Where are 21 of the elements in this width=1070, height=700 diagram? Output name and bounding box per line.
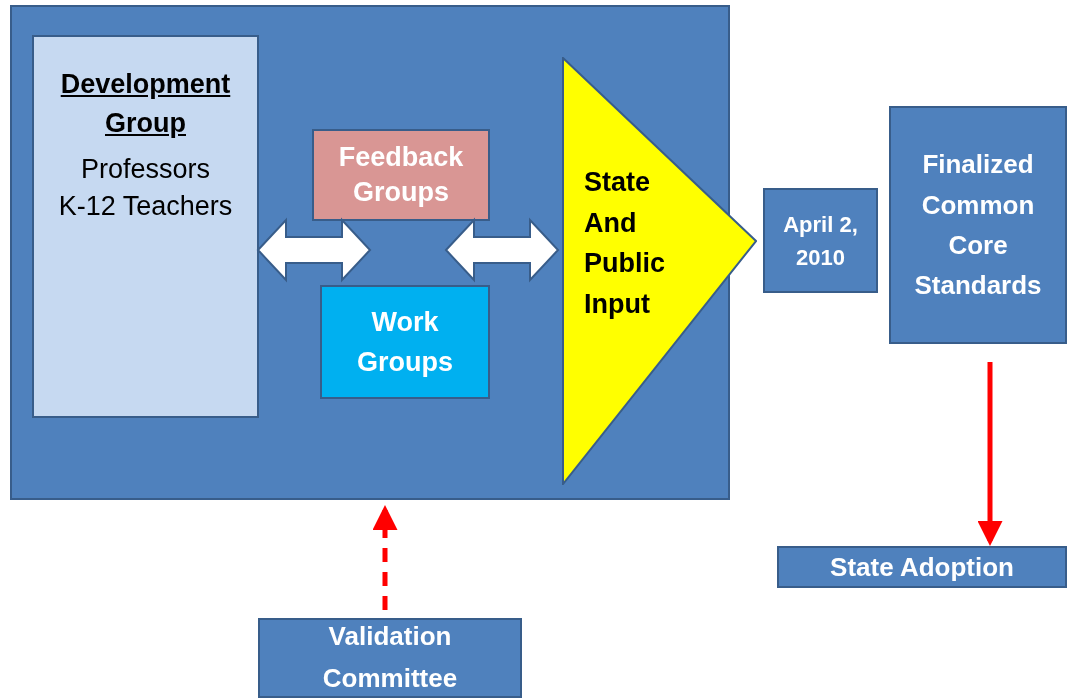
arrow [372,505,398,610]
member-text: Professors [80,153,210,187]
arrow [977,362,1003,546]
group-heading: Development Group [59,68,232,141]
node-text: Work Groups [356,305,454,379]
node-text: Feedback Groups [337,140,465,209]
node-text: Validation Committee [321,620,459,695]
date-box [763,188,878,293]
process-box [777,546,1067,588]
node-text: Finalized Common Core Standards [913,148,1043,303]
double-block-arrow [256,217,372,283]
node-text: April 2, 2010 [782,210,859,272]
process-box [312,129,490,221]
process-box [889,106,1067,344]
process-box [258,618,522,698]
member-text: K-12 Teachers [58,189,233,223]
process-box [320,285,490,399]
double-block-arrow [444,217,560,283]
node-text: State Adoption [830,550,1014,584]
group-box [32,35,259,418]
node-text: State And Public Input [584,166,666,321]
